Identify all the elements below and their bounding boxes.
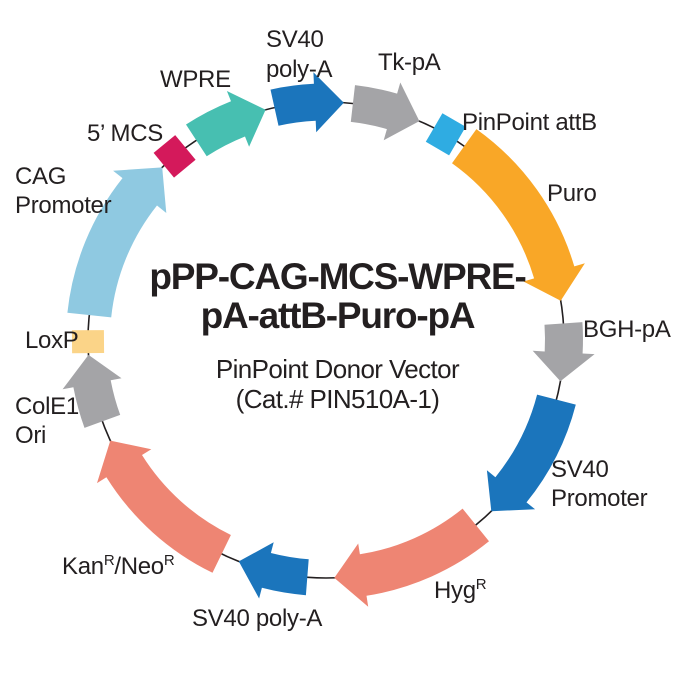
label-wpre: WPRE <box>160 66 231 93</box>
sv40-polya-top-arrow <box>270 72 344 133</box>
plasmid-title-block: pPP-CAG-MCS-WPRE- pA-attB-Puro-pA PinPoi… <box>0 257 675 414</box>
label-tk-pa: Tk-pA <box>378 49 441 76</box>
vector-type-label: PinPoint Donor Vector <box>215 354 460 384</box>
plasmid-subtitle-block: PinPoint Donor Vector (Cat.# PIN510A-1) <box>0 354 675 414</box>
label-pinpoint-attb: PinPoint attB <box>462 109 597 136</box>
label-hyg-r: HygR <box>434 576 487 604</box>
label-kan-neo: KanR/NeoR <box>62 552 175 580</box>
label-loxp: LoxP <box>25 327 79 354</box>
puro-arrow <box>452 129 585 301</box>
bgh-pa-arrow <box>532 322 595 382</box>
catalog-number-label: (Cat.# PIN510A-1) <box>235 384 440 414</box>
5-prime-mcs-block <box>153 135 196 178</box>
label-5-prime-mcs: 5’ MCS <box>87 120 163 147</box>
wpre-arrow <box>186 91 266 157</box>
loxp-block <box>71 330 105 354</box>
cole1-ori-arrow <box>62 354 122 428</box>
sv40-promoter-arrow <box>486 394 576 512</box>
sv40-polya-bottom-arrow <box>238 542 309 599</box>
kan-neo-arrow <box>97 440 231 573</box>
cag-promoter-arrow <box>67 167 167 318</box>
label-bgh-pa: BGH-pA <box>583 316 671 343</box>
plasmid-name-line-1: pPP-CAG-MCS-WPRE- <box>149 256 526 297</box>
label-sv40-polya-bottom: SV40 poly-A <box>192 605 322 632</box>
pinpoint-attb-block <box>425 113 466 156</box>
hyg-r-arrow <box>334 508 489 607</box>
plasmid-name-line-2: pA-attB-Puro-pA <box>200 295 476 336</box>
tk-pa-arrow <box>350 82 420 141</box>
label-puro: Puro <box>547 180 597 207</box>
